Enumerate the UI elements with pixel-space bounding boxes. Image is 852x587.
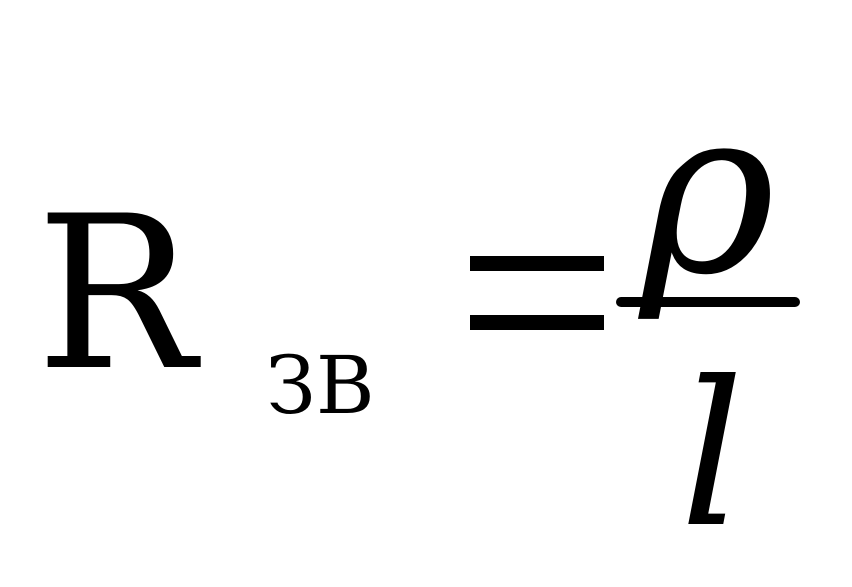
equals-sign-top-bar (470, 256, 604, 271)
fraction-denominator: l (680, 339, 744, 572)
fraction-numerator: ρ (640, 59, 776, 326)
resistance-subscript: ЗВ (266, 339, 375, 432)
equals-sign-bottom-bar (470, 315, 604, 330)
fraction-bar (616, 297, 800, 307)
resistance-symbol: R (36, 170, 196, 417)
